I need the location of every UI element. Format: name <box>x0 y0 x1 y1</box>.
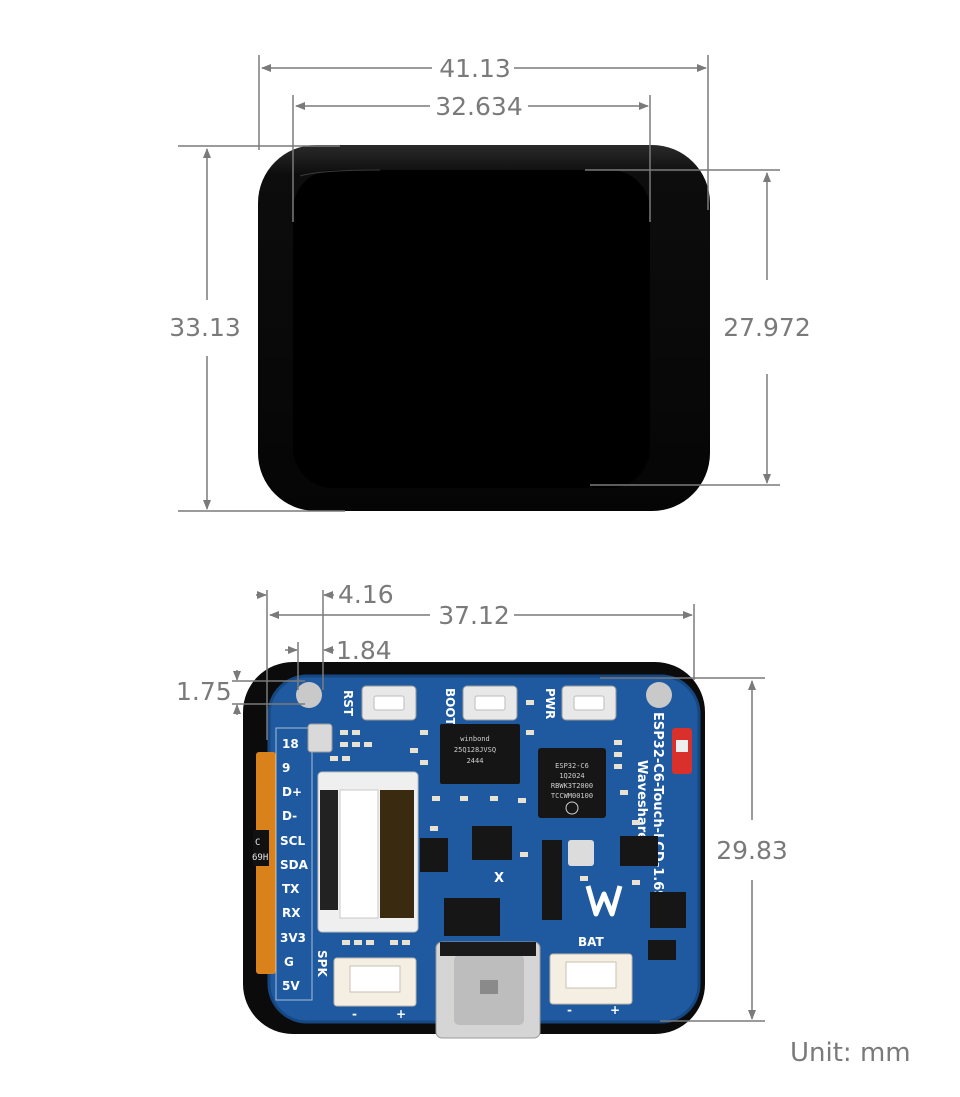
dim-label-bottom-offset-b: 1.84 <box>336 636 392 665</box>
pin-5v: 5V <box>282 979 300 993</box>
ic-small <box>620 836 658 866</box>
dim-bottom-offset-b <box>285 642 334 690</box>
dim-top-height-overall <box>178 145 345 512</box>
ic-small <box>420 838 448 872</box>
flash-date: 2444 <box>467 757 484 765</box>
dim-label-bottom-width: 37.12 <box>438 601 510 630</box>
pin-rx: RX <box>282 906 301 920</box>
dim-label-top-width-overall: 41.13 <box>439 54 511 83</box>
mount-hole <box>646 682 672 708</box>
pin-18: 18 <box>282 737 299 751</box>
waveshare-logo <box>585 885 623 917</box>
dim-label-top-height-overall: 33.13 <box>169 313 241 342</box>
dim-bottom-offset-c <box>232 670 305 715</box>
dim-label-bottom-offset-a: 4.16 <box>338 580 394 609</box>
dim-label-bottom-offset-c: 1.75 <box>176 677 232 706</box>
dim-label-top-height-screen: 27.972 <box>723 313 810 342</box>
silk-boot: BOOT <box>443 688 457 727</box>
silk-bat-plus: + <box>610 1003 620 1017</box>
dim-bottom-offset-a <box>256 590 334 740</box>
dim-bottom-width <box>269 604 695 680</box>
dim-label-bottom-height: 29.83 <box>716 836 788 865</box>
passive-components <box>330 700 640 945</box>
button-rst[interactable] <box>361 685 417 721</box>
dim-top-width-overall <box>258 55 709 210</box>
soc-name: ESP32-C6 <box>555 762 589 770</box>
dim-label-top-width-screen: 32.634 <box>435 92 522 121</box>
button-pwr[interactable] <box>561 685 617 721</box>
pin-sda: SDA <box>280 858 309 872</box>
soc-line-4: TCCWM00100 <box>551 792 593 800</box>
soc-line-3: RBWK3T2000 <box>551 782 593 790</box>
dim-top-width-screen <box>292 95 651 222</box>
usb-c-port[interactable] <box>435 941 541 1039</box>
pin-g: G <box>284 955 294 969</box>
flash-part: 25Q128JVSQ <box>454 746 496 754</box>
fpc-label-69h: 69H <box>252 853 268 863</box>
fpc-label-c: C <box>255 838 260 848</box>
soc-chip: ESP32-C6 1Q2024 RBWK3T2000 TCCWM00100 <box>538 748 606 818</box>
ic-small <box>650 892 686 928</box>
unit-label: Unit: mm <box>790 1038 911 1068</box>
silk-bat: BAT <box>578 935 605 949</box>
mount-hole <box>296 682 322 708</box>
pin-3v3: 3V3 <box>280 931 306 945</box>
pin-labels: 18 9 D+ D- SCL SDA TX RX 3V3 G 5V <box>275 727 313 1001</box>
pin-scl: SCL <box>280 834 305 848</box>
microphone <box>307 723 333 753</box>
pin-dminus: D- <box>282 809 297 823</box>
silk-spk-minus: - <box>352 1007 357 1021</box>
silk-rst: RST <box>341 690 355 717</box>
battery-connector <box>549 953 633 1005</box>
soc-line-2: 1Q2024 <box>559 772 584 780</box>
ic-small <box>444 898 500 936</box>
silk-spk: SPK <box>315 950 329 977</box>
board-model-text: ESP32-C6-Touch-LCD-1.69 <box>650 712 665 899</box>
display-front-view <box>258 145 710 511</box>
speaker-connector <box>333 957 417 1007</box>
silk-bat-minus: - <box>567 1003 572 1017</box>
component <box>568 840 594 866</box>
pcb-back-view: C 69H RST BOOT PWR 18 9 D+ D- SCL SDA <box>243 662 705 1039</box>
ic-small <box>648 940 676 960</box>
display-active-area <box>293 170 650 488</box>
silk-x-mark: X <box>494 871 504 886</box>
silk-pwr: PWR <box>543 688 557 719</box>
board-brand-text: Waveshare <box>634 760 649 841</box>
ic-small <box>542 840 562 920</box>
button-boot[interactable] <box>462 685 518 721</box>
flash-chip: winbond 25Q128JVSQ 2444 <box>440 724 520 784</box>
dim-top-height-screen <box>585 169 780 486</box>
pin-tx: TX <box>282 882 300 896</box>
display-connector <box>317 771 419 933</box>
pin-9: 9 <box>282 761 290 775</box>
pin-dplus: D+ <box>282 785 302 799</box>
silk-spk-plus: + <box>396 1007 406 1021</box>
flash-brand: winbond <box>460 735 490 743</box>
dim-bottom-height <box>600 677 765 1022</box>
ic-small <box>472 826 512 860</box>
